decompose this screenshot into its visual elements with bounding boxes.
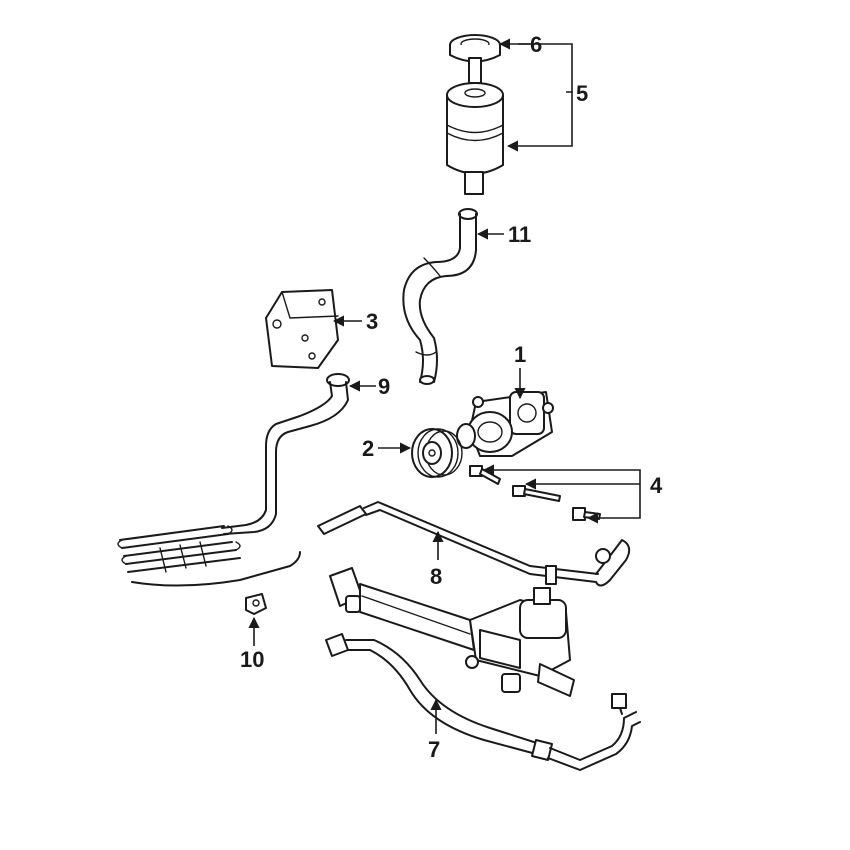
oil-cooler	[117, 525, 301, 587]
callout-1: 1	[514, 342, 526, 367]
power-steering-pump	[456, 391, 554, 457]
pressure-hose	[325, 633, 641, 771]
callout-2: 2	[362, 436, 374, 461]
leader-lines	[248, 38, 641, 734]
line-clamp	[245, 593, 267, 615]
pump-bolts	[469, 465, 601, 521]
reservoir-assembly	[446, 34, 504, 195]
callout-labels: 1 2 3 4 5 6 7 8 9 10 11	[240, 32, 663, 762]
cooler-hose	[221, 373, 350, 535]
callout-9: 9	[378, 374, 390, 399]
callout-7: 7	[428, 737, 440, 762]
callout-10: 10	[240, 647, 264, 672]
return-line	[317, 501, 631, 587]
reservoir-hose	[402, 208, 478, 385]
callout-5: 5	[576, 81, 588, 106]
callout-6: 6	[530, 32, 542, 57]
callout-3: 3	[366, 309, 378, 334]
pump-pulley	[411, 428, 463, 478]
mounting-bracket	[265, 289, 339, 369]
callout-4: 4	[650, 473, 663, 498]
steering-gear	[329, 567, 575, 697]
callout-8: 8	[430, 564, 442, 589]
callout-11: 11	[508, 222, 531, 247]
